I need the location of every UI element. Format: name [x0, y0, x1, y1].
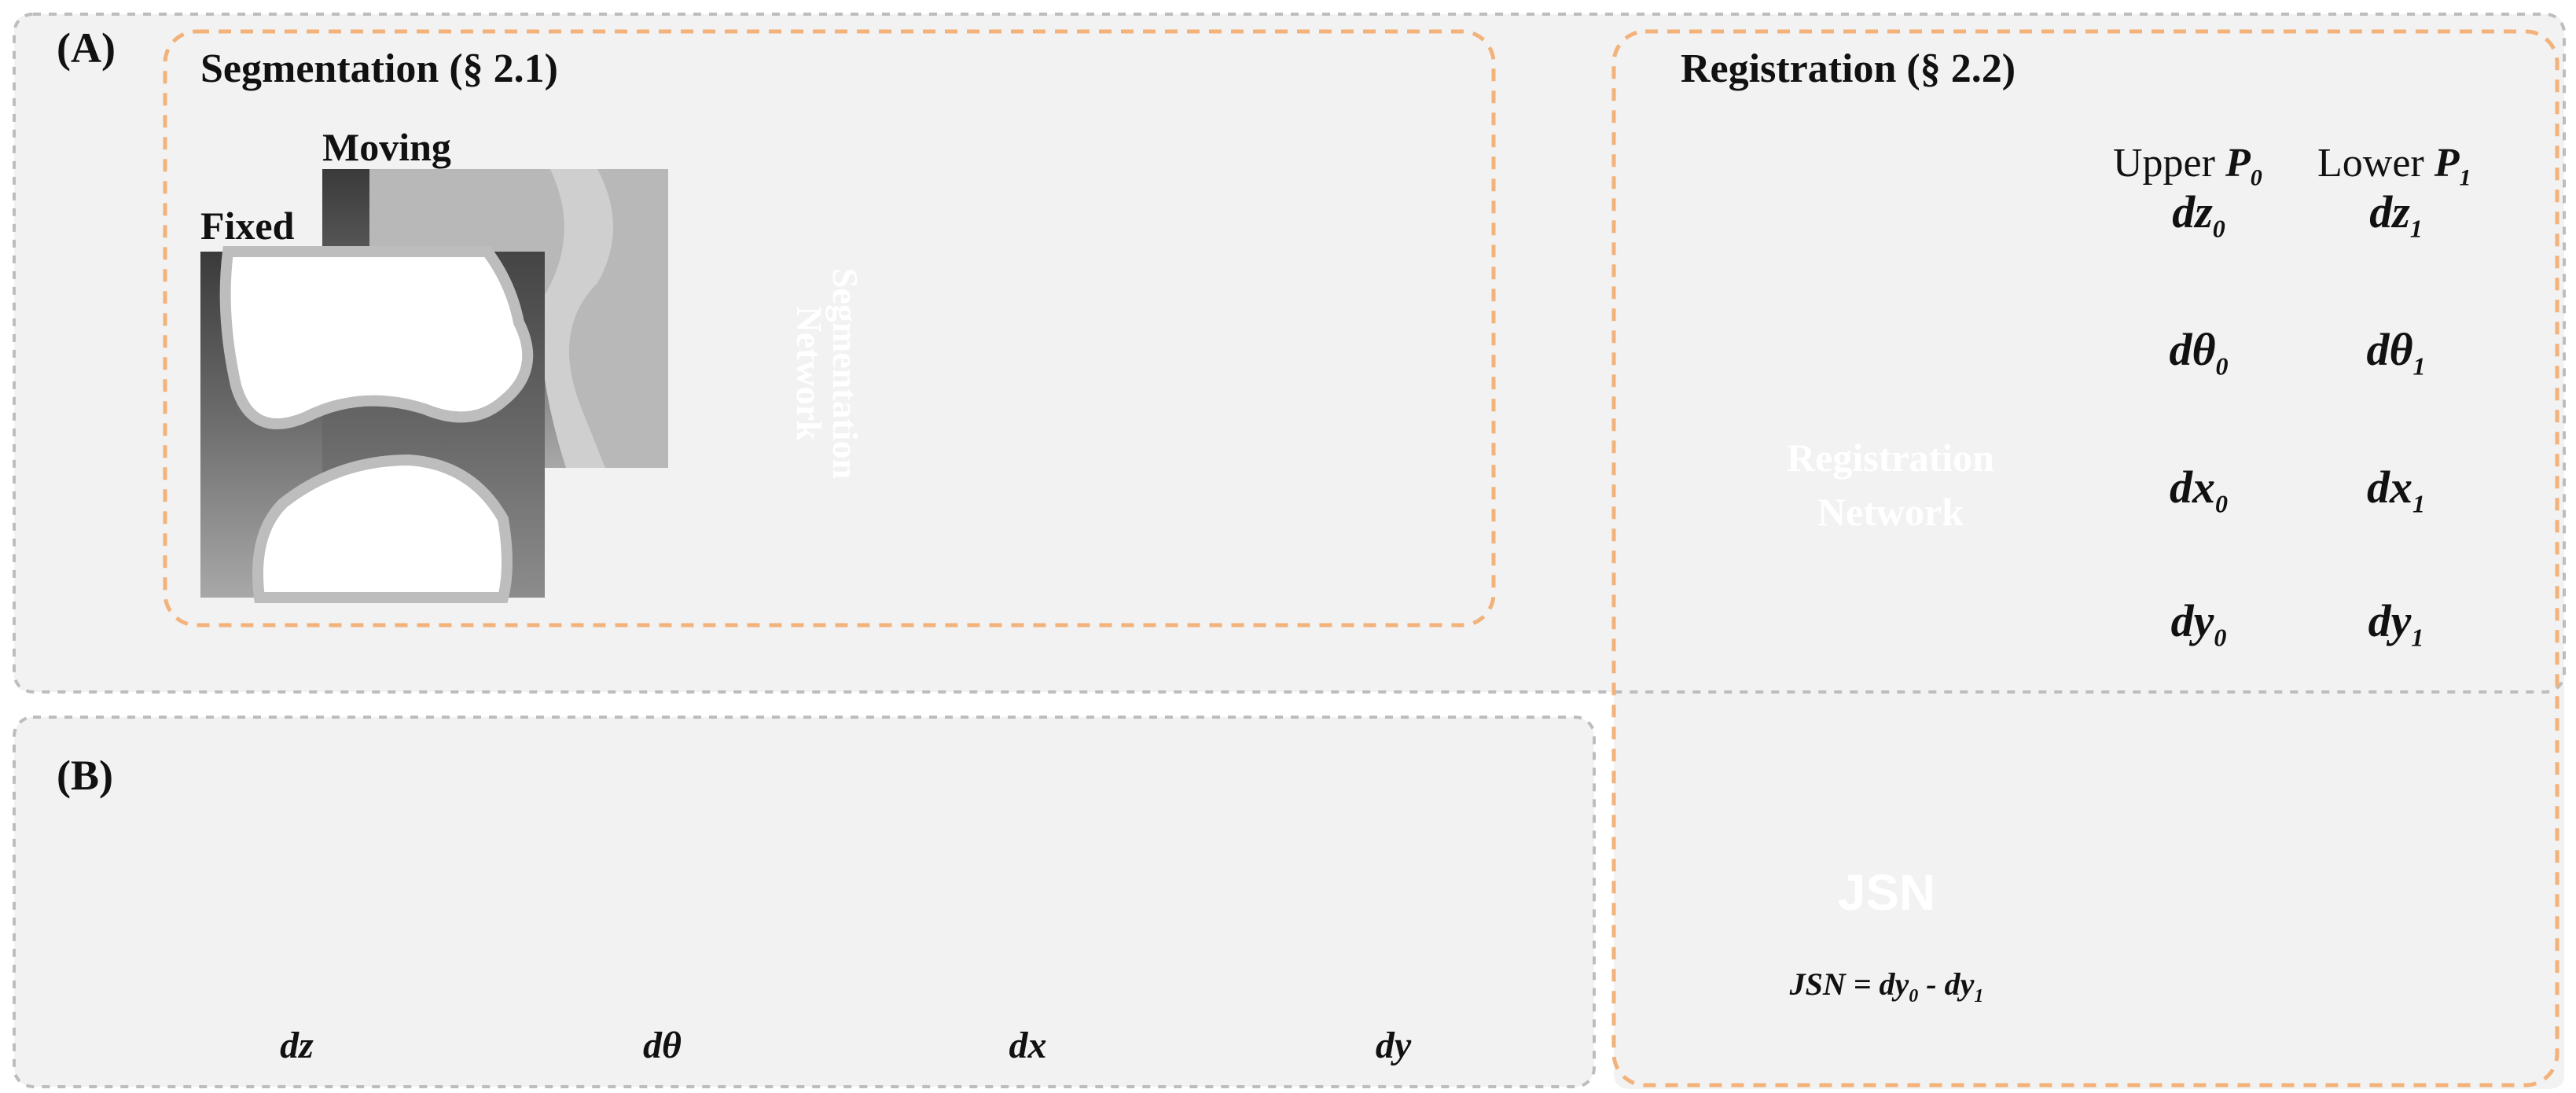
registration-network-line1: Registration [1787, 436, 1994, 480]
panel-a-right-background [1600, 14, 2564, 1089]
fixed-image [200, 246, 545, 603]
panel-b-caption-1: dθ [643, 1025, 682, 1066]
moving-label: Moving [322, 125, 451, 169]
upper-header: Upper P0 [2113, 141, 2262, 191]
panel-b-caption-2: dx [1009, 1025, 1047, 1066]
panel-a-border [13, 13, 2566, 694]
fixed-label: Fixed [200, 204, 295, 248]
upper-param-label-0: dz0 [2172, 186, 2225, 243]
upper-param-label-3: dy0 [2170, 595, 2227, 652]
lower-param-label-3: dy1 [2368, 595, 2424, 652]
upper-param-label-2: dx0 [2170, 462, 2228, 518]
panel-a-label: (A) [57, 24, 116, 72]
jsn-formula: JSN = dy0 - dy1 [1789, 966, 1984, 1007]
registration-section-border [1611, 29, 2559, 1087]
lower-param-label-1: dθ1 [2366, 324, 2426, 381]
segmentation-title: Segmentation (§ 2.1) [200, 46, 558, 91]
panel-b-caption-3: dy [1375, 1025, 1412, 1066]
jsn-box-label: JSN [1837, 864, 1936, 921]
lower-param-label-2: dx1 [2367, 462, 2425, 518]
lower-header: Lower P1 [2317, 141, 2471, 191]
registration-network-line2: Network [1817, 490, 1964, 534]
panel-b-label: (B) [57, 752, 113, 799]
panel-b-caption-0: dz [280, 1025, 314, 1066]
registration-title: Registration (§ 2.2) [1681, 46, 2016, 91]
segmentation-network-label: Segmentation Network [789, 267, 865, 480]
lower-param-label-0: dz1 [2369, 186, 2423, 243]
upper-param-label-1: dθ0 [2169, 324, 2229, 381]
panel-b-border [13, 716, 1596, 1088]
